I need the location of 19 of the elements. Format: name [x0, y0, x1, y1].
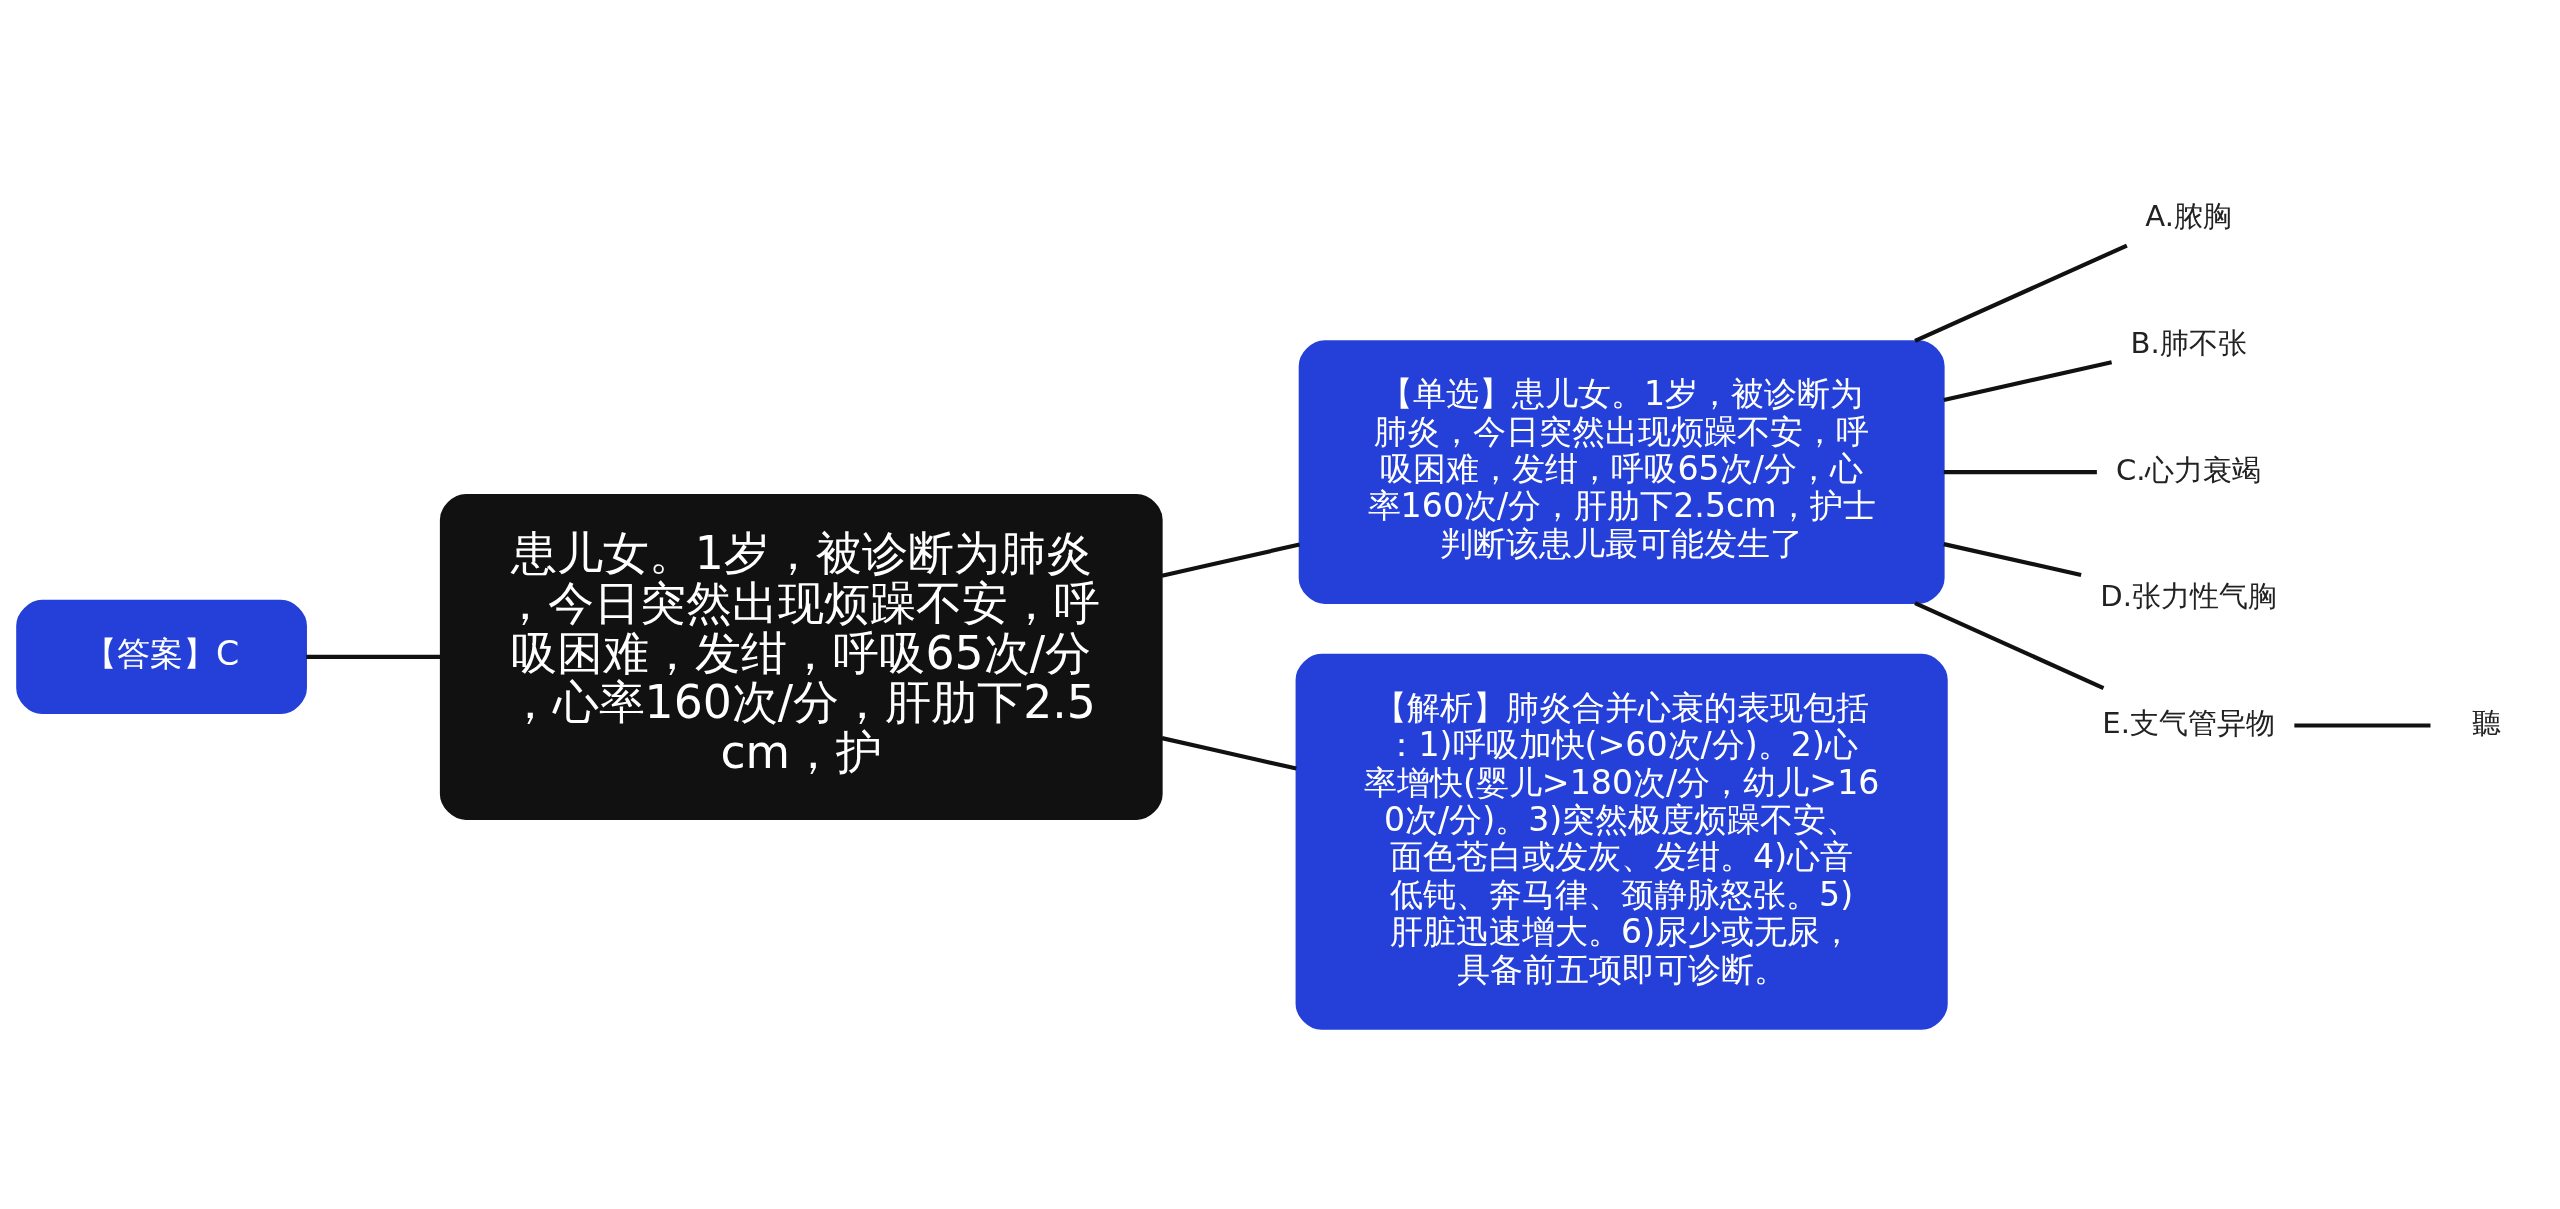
connector [306, 654, 441, 659]
node-box: 【答案】C [16, 599, 307, 714]
connector [1943, 541, 2082, 577]
node-text: D.张力性气胸 [2100, 578, 2277, 613]
connector [2294, 722, 2431, 728]
connector [1914, 243, 2128, 343]
node-text: C.心力衰竭 [2115, 452, 2262, 487]
node-box: 【解析】肺炎合并心衰的表现包括：1)呼吸加快(>60次/分)。2)心率增快(婴儿>180次/分，幼儿>160次/分)。3)突然极度烦躁不安、面色苍白或发灰、发绀。4)心音低钝、奔马律、颈静脉怒张。5)肝脏迅速增大。6)尿少或无尿，具备前五项即可诊断。 [1295, 653, 1948, 1030]
node-text: B.肺不张 [2130, 325, 2247, 360]
connector [1161, 542, 1300, 578]
node-box: 患儿女。1岁，被诊断为肺炎，今日突然出现烦躁不安，呼吸困难，发绀，呼吸65次/分，心率160次/分，肝肋下2.5cm，护 [439, 493, 1163, 820]
node-box: 【单选】患儿女。1岁，被诊断为肺炎，今日突然出现烦躁不安，呼吸困难，发绀，呼吸65次/分，心率160次/分，肝肋下2.5cm，护士判断该患儿最可能发生了 [1298, 339, 1945, 604]
node-text: E.支气管异物 [2102, 705, 2275, 740]
connector [1943, 359, 2113, 402]
node-text: 聽 [2472, 705, 2502, 740]
connector [1914, 600, 2105, 690]
node-text: A.脓胸 [2145, 198, 2232, 233]
connector [1161, 735, 1297, 771]
connector [1943, 469, 2097, 474]
